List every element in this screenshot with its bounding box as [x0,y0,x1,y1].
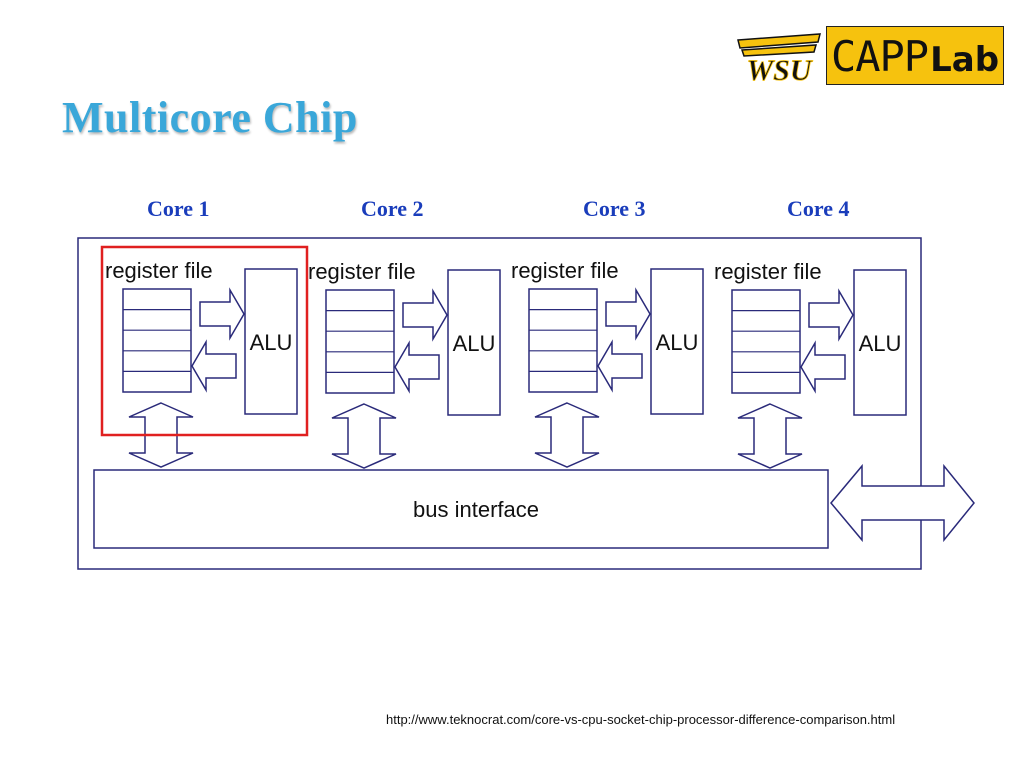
source-url: http://www.teknocrat.com/core-vs-cpu-soc… [386,712,896,727]
alu-label: ALU [859,331,902,356]
capp-logo-text: CAPP [830,32,929,81]
page-title: Multicore Chip [62,93,358,142]
lab-logo-text: Lab [930,40,1000,80]
alu-label: ALU [453,331,496,356]
core-1-block: register file ALU [100,245,309,468]
chip-outline [77,237,922,570]
core-bus-arrow [534,402,600,468]
register-file-label: register file [714,259,822,284]
register-file-label: register file [105,258,213,283]
alu-label: ALU [656,330,699,355]
register-file-label: register file [511,258,619,283]
arrow-from-alu [394,340,440,394]
register-file [325,289,395,394]
register-file-label: register file [308,259,416,284]
core-bus-arrow [331,403,397,469]
core-2-block: register file ALU [308,259,501,469]
arrow-to-alu [402,288,448,342]
alu-label: ALU [250,330,293,355]
arrow-from-alu [597,339,643,393]
alu-box [650,268,704,415]
core-label-1: Core 1 [147,196,210,221]
wsu-logo: WSU [737,33,821,86]
register-file [731,289,801,394]
capp-lab-logo: CAPP Lab [826,26,1004,85]
alu-box [853,269,907,416]
wsu-logo-text: WSU [746,54,812,86]
alu-box [447,269,501,416]
arrow-to-alu [808,288,854,342]
bus-interface-label: bus interface [413,497,539,522]
core-label-4: Core 4 [787,196,850,221]
alu-box [244,268,298,415]
bus-interface-box [93,469,829,549]
arrow-from-alu [800,340,846,394]
external-bus-arrow [830,463,975,543]
arrow-to-alu [199,287,245,341]
core-label-3: Core 3 [583,196,646,221]
register-file [122,288,192,393]
core-3-block: register file ALU [511,258,704,468]
core-label-2: Core 2 [361,196,424,221]
arrow-from-alu [191,339,237,393]
arrow-to-alu [605,287,651,341]
core-bus-arrow [737,403,803,469]
register-file [528,288,598,393]
core-1-highlight [100,245,309,437]
core-4-block: register file ALU [714,259,907,469]
